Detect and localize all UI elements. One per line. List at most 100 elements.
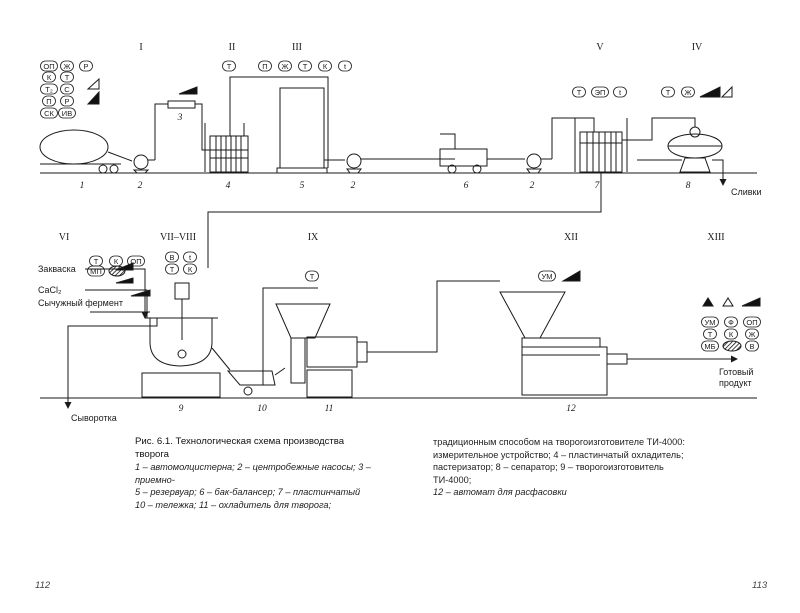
control-code-label: ОП [43, 62, 54, 71]
control-code-bubble [701, 340, 719, 352]
caption-line: 10 – тележка; 11 – охладитель для творог… [135, 499, 332, 510]
control-code-bubble [745, 328, 759, 340]
pump-1 [133, 154, 149, 170]
caption-line: 12 – автомат для расфасовки [433, 487, 567, 498]
control-code-bubble [42, 71, 56, 83]
control-code-label: Т [227, 62, 232, 71]
control-code-label: Т₂ [45, 85, 53, 94]
control-code-label: Т [666, 88, 671, 97]
equipment-number: 4 [226, 181, 231, 191]
control-code-bubble [183, 263, 197, 275]
plate-cooler [204, 123, 249, 173]
control-code-bubble [572, 86, 586, 98]
starter-label: Закваска [38, 264, 76, 274]
control-code-label: Ж [282, 62, 289, 71]
control-code-label: Ж [685, 88, 692, 97]
control-code-label: ИВ [62, 109, 72, 118]
control-code-bubble [298, 60, 312, 72]
figure-caption-left: Рис. 6.1. Технологическая схема производ… [135, 436, 380, 512]
control-code-bubble [724, 328, 738, 340]
control-code-label: Р [83, 62, 88, 71]
control-code-bubble [40, 83, 58, 95]
control-code-label: К [47, 73, 52, 82]
control-code-label: МБ [704, 342, 715, 351]
equipment-number: 7 [595, 181, 601, 191]
control-code-bubble [591, 86, 609, 98]
control-code-bubble [743, 316, 761, 328]
control-code-bubble [165, 251, 179, 263]
whey-label: Сыворотка [71, 413, 117, 423]
wedge-symbol-flowmeter [178, 86, 198, 95]
equipment-number: 2 [530, 181, 535, 191]
control-code-bubble [318, 60, 332, 72]
caption-line: пастеризатор; 8 – сепаратор; 9 – творого… [433, 462, 664, 485]
control-code-bubble [127, 255, 145, 267]
control-code-label: П [262, 62, 267, 71]
curd-cooler [275, 303, 368, 398]
control-code-bubble [60, 83, 74, 95]
caption-line: 1 – автомолцистерна; 2 – центробежные на… [135, 462, 371, 485]
control-code-bubble [165, 263, 179, 275]
milk-tanker [39, 129, 109, 165]
control-code-bubble [724, 316, 738, 328]
cream-label: Сливки [731, 187, 762, 197]
balance-tank [439, 148, 488, 174]
control-code-label: К [323, 62, 328, 71]
section-label: IX [308, 232, 319, 243]
equipment-number: 11 [325, 404, 334, 414]
equipment-number: 8 [686, 181, 691, 191]
control-code-bubble [79, 60, 93, 72]
page-number-left: 112 [35, 580, 51, 591]
control-code-bubble [338, 60, 352, 72]
flow-meter [167, 100, 196, 109]
control-code-bubble [42, 95, 56, 107]
control-code-bubble [613, 86, 627, 98]
control-code-bubble [538, 270, 556, 282]
control-code-label: t [189, 253, 192, 262]
cacl-label: CaCl₂ [38, 285, 62, 295]
section-label: I [139, 42, 142, 53]
control-code-bubble [258, 60, 272, 72]
control-code-label: Т [577, 88, 582, 97]
control-code-label: УМ [541, 272, 552, 281]
control-code-label: СК [44, 109, 54, 118]
section-label: VI [59, 232, 70, 243]
section-label: II [229, 42, 236, 53]
product-label-1: Готовый [719, 367, 753, 377]
control-code-bubble [40, 107, 58, 119]
pump-2 [346, 153, 362, 169]
control-code-bubble [222, 60, 236, 72]
section-label: VII–VIII [160, 232, 196, 243]
pump-3 [526, 153, 542, 169]
control-code-bubble [681, 86, 695, 98]
equipment-number: 9 [179, 404, 184, 414]
control-code-label: Ф [728, 318, 734, 327]
control-code-bubble [58, 107, 76, 119]
figure-caption-right: традиционным способом на творогоизготови… [433, 436, 693, 499]
section-label: IV [692, 42, 703, 53]
equipment-number: 1 [80, 181, 85, 191]
control-code-label: Т [94, 257, 99, 266]
control-code-label: Ж [64, 62, 71, 71]
cottage-cheese-maker [141, 282, 221, 398]
product-label-2: продукт [719, 378, 752, 388]
control-code-label: Т [65, 73, 70, 82]
control-code-bubble [87, 265, 105, 277]
control-code-label: Т [303, 62, 308, 71]
packing-machine [499, 291, 628, 396]
control-code-bubble [305, 270, 319, 282]
equipment-number: 2 [351, 181, 356, 191]
control-code-label: П [46, 97, 51, 106]
control-code-bubble [60, 95, 74, 107]
equipment-number: 6 [464, 181, 469, 191]
control-code-bubble [40, 60, 58, 72]
control-code-label: Т [310, 272, 315, 281]
control-code-label: К [114, 257, 119, 266]
control-code-label: К [188, 265, 193, 274]
control-code-label: Т [708, 330, 713, 339]
control-code-label: В [749, 342, 754, 351]
equipment-number: 3 [177, 113, 183, 123]
separator [667, 126, 723, 173]
plate-pasteurizer [574, 118, 628, 173]
section-label: V [596, 42, 604, 53]
